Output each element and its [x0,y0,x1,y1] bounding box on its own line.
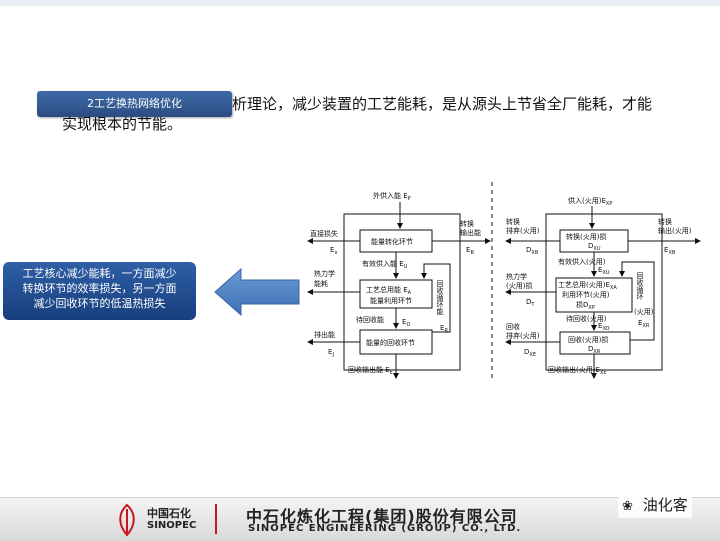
left-top-input: 外供入能 EP [373,191,411,202]
intro-paragraph: 析理论，减少装置的工艺能耗，是从源头上节省全厂能耗，才能 实现根本的节能。 [62,94,702,134]
right-recovery-discard-1: 回收 [506,322,520,331]
callout-line-2: 转换环节的效率损失，另一方面 [22,282,177,295]
footer-bar: 中国石化 SINOPEC 中石化炼化工程(集团)股份有限公司 SINOPEC E… [0,497,720,541]
right-conv-discard-1: 转换 [506,217,520,226]
wechat-icon: ❀ [622,499,633,514]
left-loop-symbol: ER [440,324,448,334]
top-accent-bar [0,0,720,6]
left-to-recover-symbol: EO [402,318,410,328]
left-conversion-output-2: 输出能 [460,228,481,237]
left-thermo-loss-2: 能耗 [314,279,328,288]
left-box2-line2: 能量利用环节 [370,296,412,305]
right-box3-line1: 回收(火用)损 [568,335,608,344]
right-thermo-loss-2: (火用)损 [506,281,532,290]
company-name-en: SINOPEC ENGINEERING (GROUP) CO., LTD. [248,523,522,534]
left-conversion-output-symbol: EB [466,246,474,256]
right-box2-line2: 利用环节(火用) [562,290,610,299]
right-top-input: 供入(火用)EXP [568,196,612,207]
section-tag: 2工艺换热网络优化 [37,91,232,117]
left-to-recover: 待回收能 [356,315,384,324]
right-to-recover-symbol: EXO [598,322,610,332]
company-name-cn: 中石化炼化工程(集团)股份有限公司 [246,507,518,526]
right-box3-line2: DXR [588,345,601,355]
right-box-recovery [559,331,631,355]
right-box-utilization [555,277,633,313]
right-box2-line3: 损DXP [576,300,595,311]
right-recovery-discard-symbol: DXE [524,348,536,358]
right-recovery-discard-2: 排弃(火用) [506,331,540,340]
right-conv-discard-symbol: DXB [526,246,539,256]
left-discharge: 排出能 [314,330,335,339]
right-to-recover: 待回收(火用) [566,314,607,323]
brand-name-en: SINOPEC [147,520,197,531]
left-direct-loss: 直接损失 [310,229,338,238]
watermark-text: 油化客 [642,496,688,514]
right-box1-line2: DXU [588,242,601,252]
left-box3-label: 能量的回收环节 [366,338,415,347]
right-loop-symbol: EXR [638,319,650,329]
intro-line-2: 实现根本的节能。 [62,115,183,133]
right-conv-output-1: 转换 [658,217,672,226]
left-thermo-loss-1: 热力学 [314,269,335,278]
right-flow-diagram: 供入(火用)EXP 转换(火用)损 DXU 转换 排弃(火用) DXB 转换 输… [505,196,701,379]
left-discharge-symbol: EJ [328,348,334,358]
callout-line-1: 工艺核心减少能耗，一方面减少 [22,267,177,280]
energy-flow-diagram: 外供入能 EP 能量转化环节 直接损失 Ex 转换 输出能 EB 有效供入能 E… [307,182,701,379]
right-box1-line1: 转换(火用)损 [566,232,606,241]
left-flow-diagram: 外供入能 EP 能量转化环节 直接损失 Ex 转换 输出能 EB 有效供入能 E… [307,191,491,379]
right-thermo-loss-1: 热力学 [506,272,527,281]
right-effective-supply: 有效供入(火用) [558,257,606,266]
left-box-recovery [359,329,433,355]
watermark: ❀ 油化客 [618,494,692,518]
left-box-utilization [359,279,433,309]
right-thermo-loss-symbol: DT [526,298,535,308]
left-box2-line1: 工艺总用能 EA [366,285,412,296]
right-loop-label-2: (火用) [634,308,654,316]
left-effective-supply: 有效供入能 EU [362,259,408,270]
brand-name-cn: 中国石化 [147,507,191,520]
callout-box: 工艺核心减少能耗，一方面减少 转换环节的效率损失，另一方面 减少回收环节的低温热… [3,262,196,320]
right-recovery-output: 回收输出(火用)EXE [548,365,606,376]
left-recovery-output: 回收输出能 EE [348,365,393,376]
callout-line-3: 减少回收环节的低温热损失 [33,297,166,310]
right-loop-label-1: 回收循环 [636,272,644,301]
intro-line-1: 析理论，减少装置的工艺能耗，是从源头上节省全厂能耗，才能 [232,95,653,113]
left-arrow-icon [214,267,300,317]
right-conv-output-symbol: EXB [664,246,676,256]
right-conv-output-2: 输出(火用) [658,226,692,235]
left-loop-label: 回收循环能 [436,280,444,316]
footer-divider [215,504,217,534]
left-conversion-output-1: 转换 [460,219,474,228]
right-box2-line1: 工艺总用(火用)EXA [558,280,617,291]
left-box1-label: 能量转化环节 [371,237,413,246]
left-direct-loss-symbol: Ex [330,246,337,256]
right-effective-supply-symbol: EXU [598,266,610,276]
sinopec-logo-icon [119,503,135,537]
right-conv-discard-2: 排弃(火用) [506,226,540,235]
